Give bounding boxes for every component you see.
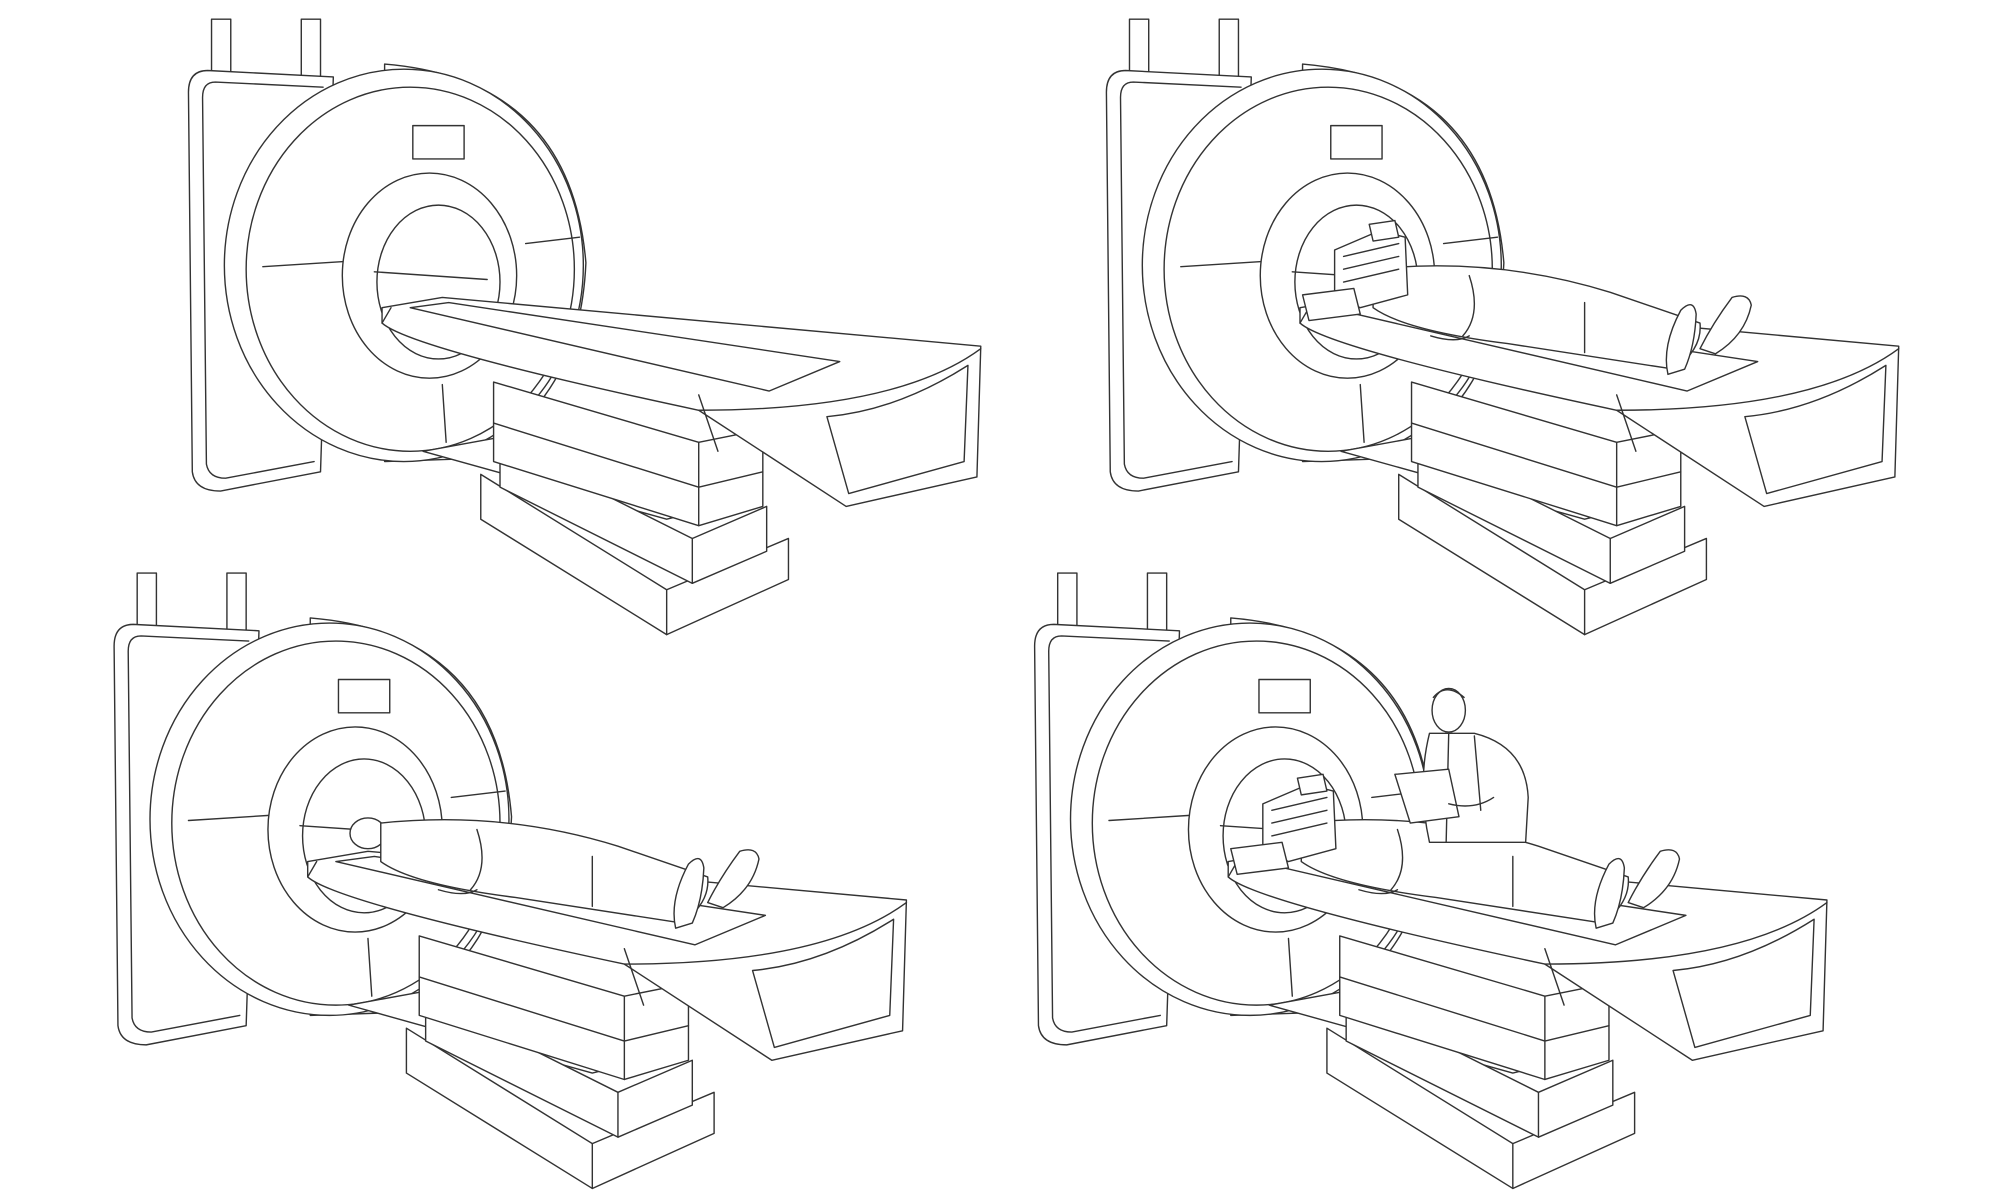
panel-empty-scanner [187,18,982,636]
panel-doctor-with-patient [1033,572,1828,1190]
panel-patient-on-table [113,572,908,1190]
panel-patient-with-head-coil [1105,18,1900,636]
